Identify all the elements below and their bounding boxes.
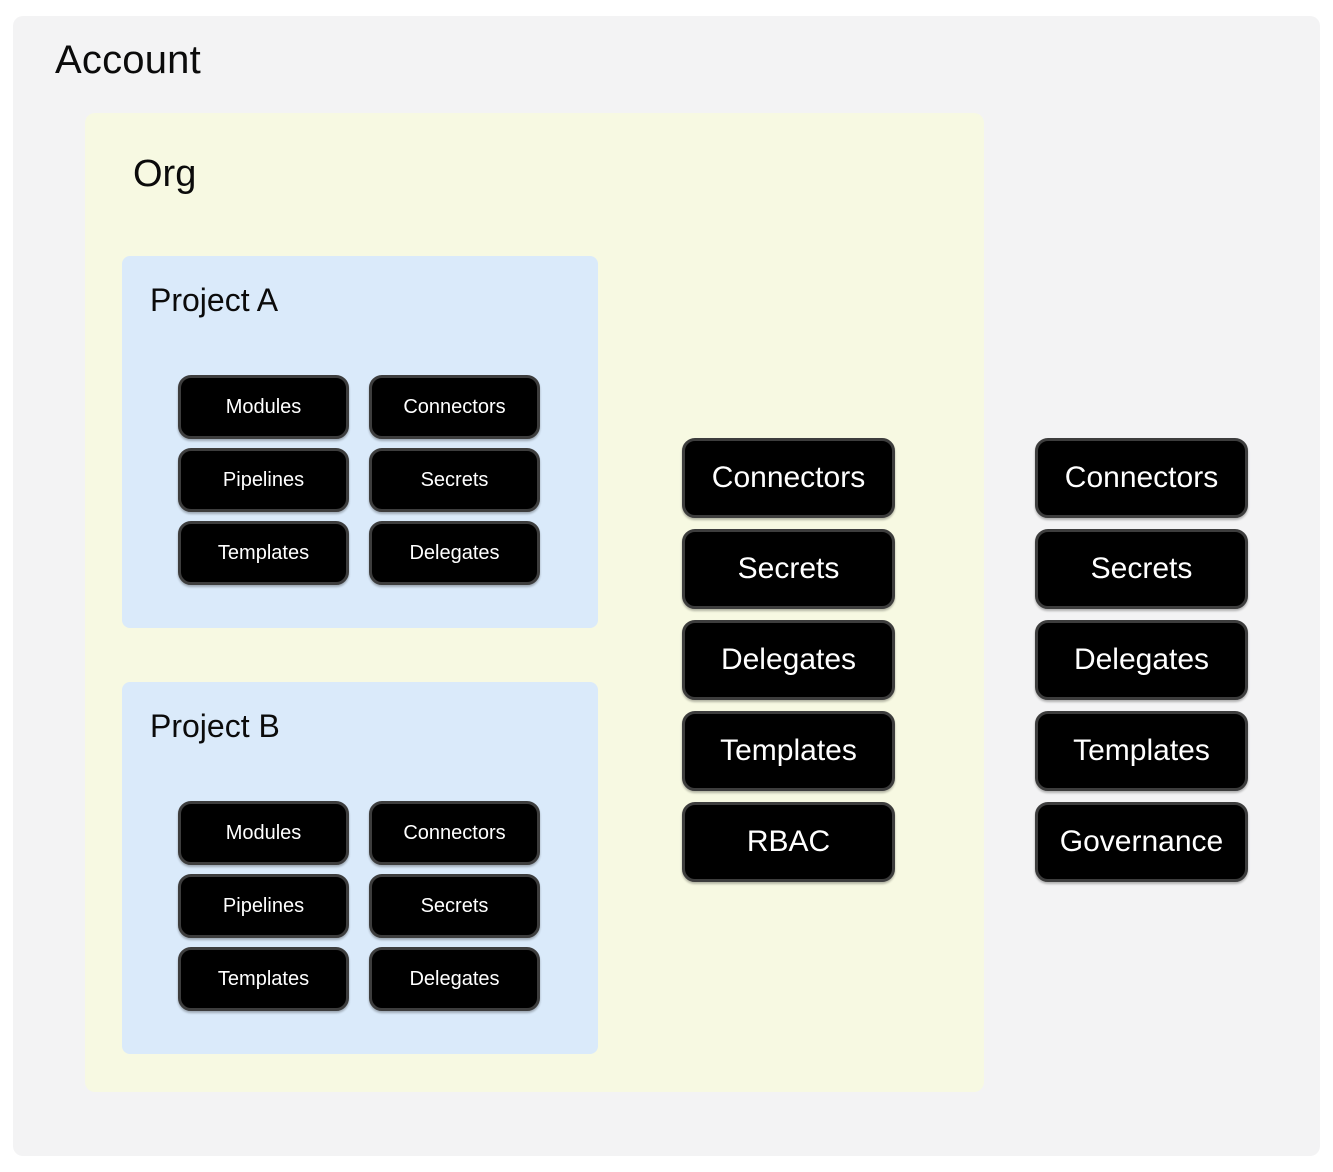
project-a-pill-connectors: Connectors	[369, 375, 540, 439]
project-a-card: Project A Modules Connectors Pipelines S…	[122, 256, 598, 628]
project-b-pill-secrets: Secrets	[369, 874, 540, 938]
org-pill-templates: Templates	[682, 711, 895, 791]
account-pill-governance: Governance	[1035, 802, 1248, 882]
project-b-pill-connectors: Connectors	[369, 801, 540, 865]
project-a-pill-templates: Templates	[178, 521, 349, 585]
account-pill-delegates: Delegates	[1035, 620, 1248, 700]
org-pill-secrets: Secrets	[682, 529, 895, 609]
account-pill-templates: Templates	[1035, 711, 1248, 791]
project-a-pill-modules: Modules	[178, 375, 349, 439]
account-title: Account	[55, 38, 201, 82]
project-a-pill-secrets: Secrets	[369, 448, 540, 512]
org-pill-delegates: Delegates	[682, 620, 895, 700]
project-b-pill-grid: Modules Connectors Pipelines Secrets Tem…	[178, 801, 540, 1011]
project-b-pill-pipelines: Pipelines	[178, 874, 349, 938]
project-a-pill-pipelines: Pipelines	[178, 448, 349, 512]
account-pill-column: Connectors Secrets Delegates Templates G…	[1035, 438, 1248, 882]
project-b-card: Project B Modules Connectors Pipelines S…	[122, 682, 598, 1054]
project-b-pill-templates: Templates	[178, 947, 349, 1011]
org-title: Org	[133, 153, 197, 195]
account-pill-secrets: Secrets	[1035, 529, 1248, 609]
project-b-pill-modules: Modules	[178, 801, 349, 865]
org-pill-column: Connectors Secrets Delegates Templates R…	[682, 438, 895, 882]
account-box: Account Org Project A Modules Connectors…	[13, 16, 1320, 1156]
org-box: Org Project A Modules Connectors Pipelin…	[85, 113, 984, 1092]
org-pill-rbac: RBAC	[682, 802, 895, 882]
account-pill-connectors: Connectors	[1035, 438, 1248, 518]
project-a-title: Project A	[150, 282, 279, 318]
project-a-pill-delegates: Delegates	[369, 521, 540, 585]
project-b-title: Project B	[150, 708, 280, 744]
project-a-pill-grid: Modules Connectors Pipelines Secrets Tem…	[178, 375, 540, 585]
project-b-pill-delegates: Delegates	[369, 947, 540, 1011]
org-pill-connectors: Connectors	[682, 438, 895, 518]
